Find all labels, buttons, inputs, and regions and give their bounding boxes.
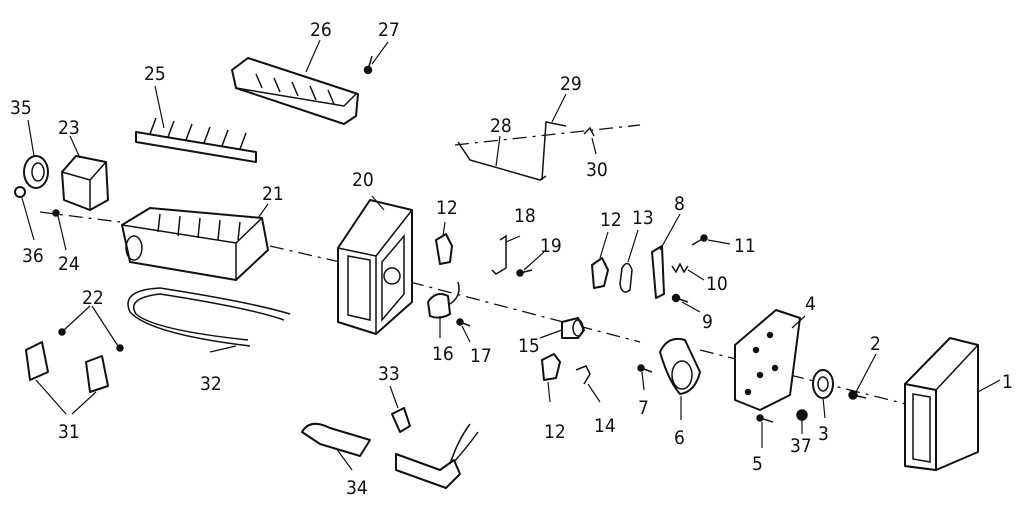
part-26-stripper	[231, 57, 359, 125]
callout-3: 3	[818, 423, 829, 445]
callout-7: 7	[638, 397, 649, 419]
leader-lines	[21, 39, 1001, 471]
part-27-screw	[363, 55, 373, 75]
part-29-bracket	[541, 121, 567, 181]
part-28-shutoff-arm	[457, 141, 547, 181]
callout-21: 21	[262, 183, 284, 205]
part-12-switch-lower	[541, 353, 561, 381]
callout-15: 15	[518, 335, 540, 357]
part-14-clip	[575, 365, 591, 385]
part-12-switch-right	[591, 257, 609, 289]
part-20-housing	[337, 199, 413, 335]
part-23-housing-left	[61, 155, 109, 211]
part-31-brackets	[25, 341, 109, 393]
part-22-screws	[58, 328, 124, 352]
callout-1: 1	[1002, 371, 1013, 393]
callout-11: 11	[734, 235, 756, 257]
part-16-valve	[427, 281, 460, 319]
callout-12-right: 12	[600, 209, 622, 231]
callout-6: 6	[674, 427, 685, 449]
callout-14: 14	[594, 415, 616, 437]
callout-19: 19	[540, 235, 562, 257]
callout-8: 8	[674, 193, 685, 215]
callout-36: 36	[22, 245, 44, 267]
part-7-screw	[637, 364, 653, 373]
callout-33: 33	[378, 363, 400, 385]
part-12-switch-middle	[435, 233, 453, 265]
part-25-ejector	[135, 117, 257, 163]
callout-labels: 1 2 3 4 5 6 7 8 9 10 11 12 12 12 13 14 1…	[10, 19, 1013, 499]
part-36-washer	[14, 186, 26, 198]
callout-16: 16	[432, 343, 454, 365]
part-10-spring	[671, 262, 689, 274]
part-5-screw	[756, 414, 774, 423]
part-8-bracket	[651, 245, 665, 299]
part-35-ring	[23, 155, 49, 189]
callout-24: 24	[58, 253, 80, 275]
callout-17: 17	[470, 345, 492, 367]
callout-9: 9	[702, 311, 713, 333]
callout-25: 25	[144, 63, 166, 85]
callout-35: 35	[10, 97, 32, 119]
part-34-harness	[301, 422, 479, 489]
callout-22: 22	[82, 287, 104, 309]
callout-30: 30	[586, 159, 608, 181]
part-1-front-cover	[904, 337, 979, 471]
part-30-spring	[583, 126, 595, 137]
part-13-clip	[619, 262, 633, 293]
part-18-lever	[491, 234, 507, 275]
part-3-gear	[812, 369, 834, 399]
callout-23: 23	[58, 117, 80, 139]
callout-34: 34	[346, 477, 368, 499]
callout-29: 29	[560, 73, 582, 95]
callout-10: 10	[706, 273, 728, 295]
callout-37: 37	[790, 435, 812, 457]
callout-27: 27	[378, 19, 400, 41]
part-33-connector	[391, 407, 411, 433]
callout-18: 18	[514, 205, 536, 227]
part-17-screw	[456, 318, 471, 327]
callout-5: 5	[752, 453, 763, 475]
part-2-screw	[848, 390, 867, 400]
callout-20: 20	[352, 169, 374, 191]
callout-28: 28	[490, 115, 512, 137]
part-4-mounting-plate	[734, 309, 801, 411]
part-32-heater	[127, 287, 291, 347]
part-37-plug	[796, 409, 808, 421]
part-24-screw	[52, 209, 60, 217]
callout-26: 26	[310, 19, 332, 41]
callout-12-middle: 12	[436, 197, 458, 219]
callout-31: 31	[58, 421, 80, 443]
part-11-screw	[691, 234, 708, 246]
callout-13: 13	[632, 207, 654, 229]
callout-32: 32	[200, 373, 222, 395]
callout-12-lower: 12	[544, 421, 566, 443]
callout-4: 4	[805, 293, 816, 315]
callout-2: 2	[870, 333, 881, 355]
part-19-screw	[516, 269, 533, 277]
part-9-screw	[671, 293, 689, 303]
part-21-ice-mold	[121, 207, 269, 281]
part-6-motor	[659, 337, 701, 395]
assembly-axis	[39, 124, 911, 406]
part-15-thermostat	[561, 317, 585, 339]
